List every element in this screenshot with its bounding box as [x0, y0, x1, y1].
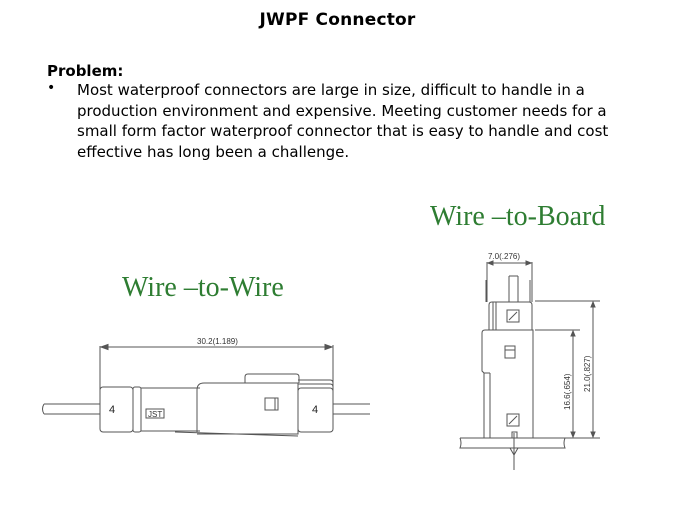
- length-dimension: [99, 343, 334, 392]
- section-heading: Problem:: [47, 62, 124, 80]
- right-pin-count: 4: [312, 404, 318, 416]
- width-dimension-label: 7.0(.276): [488, 252, 520, 261]
- bullet-text: Most waterproof connectors are large in …: [77, 81, 609, 161]
- left-wire: [42, 403, 100, 415]
- right-plug-cap: [297, 379, 334, 433]
- height-dimension-inner: [535, 329, 580, 439]
- height-dimension-outer-label: 21.0(.827): [583, 355, 592, 392]
- slide-title: JWPF Connector: [259, 10, 416, 30]
- jst-logo-frame: [145, 408, 165, 419]
- jst-logo: JST: [148, 410, 162, 419]
- wire-to-board-title: Wire –to-Board: [430, 201, 606, 232]
- left-plug-housing: [99, 386, 200, 433]
- length-dimension-label: 30.2(1.189): [197, 337, 238, 346]
- receptacle-body: [174, 373, 300, 437]
- upper-plug: [488, 301, 533, 330]
- right-wire: [333, 403, 370, 415]
- header-body: [481, 329, 534, 438]
- top-wires: [485, 275, 531, 302]
- height-dimension-outer: [535, 300, 600, 439]
- pcb-board: [459, 431, 566, 470]
- width-dimension: [486, 260, 533, 302]
- wire-to-wire-title: Wire –to-Wire: [122, 272, 284, 303]
- height-dimension-inner-label: 16.6(.654): [563, 373, 572, 410]
- bullet-marker: •: [47, 80, 56, 96]
- left-pin-count: 4: [109, 404, 115, 416]
